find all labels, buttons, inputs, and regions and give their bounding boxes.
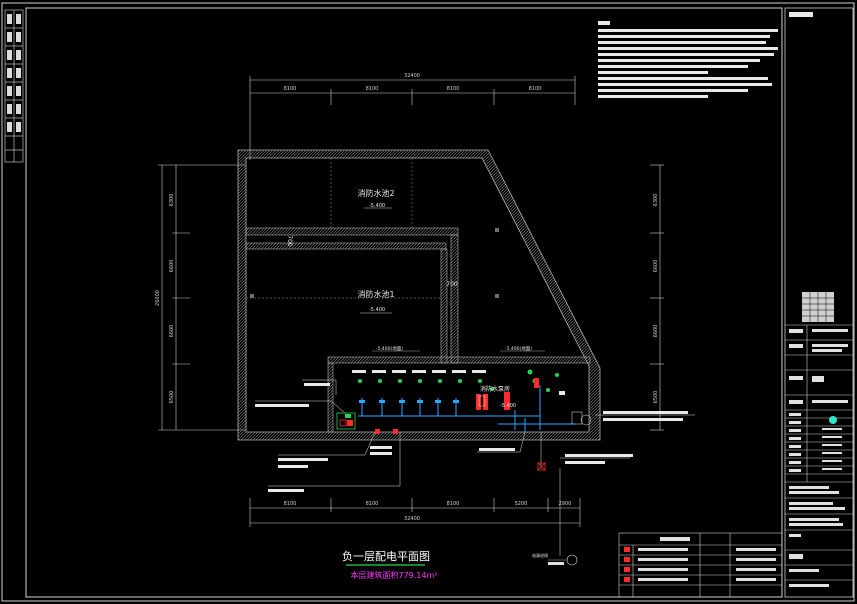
drawing-frame	[25, 7, 783, 598]
general-notes-block	[598, 21, 778, 98]
floor-area-label: 本层建筑面积779.14m²	[351, 570, 438, 580]
bottom-span-4: 5200	[515, 501, 528, 507]
drawing-title: 负一层配电平面图	[342, 549, 430, 563]
grid-axis-marker	[566, 554, 578, 566]
title-block	[784, 7, 854, 598]
right-span-1: 6300	[653, 194, 659, 207]
bottom-span-3: 8100	[447, 501, 460, 507]
exterior-wall	[237, 149, 601, 441]
top-span-3: 8100	[447, 86, 460, 92]
top-span-4: 8100	[529, 86, 542, 92]
left-binding-strip	[4, 9, 24, 163]
interior-walls	[245, 227, 591, 433]
top-total-dim: 32400	[404, 73, 420, 79]
level-note-right: -5.400(地面)	[505, 345, 532, 352]
left-span-1: 6300	[169, 194, 175, 207]
pump-room-equipment: 消防水泵房 -5.400	[336, 369, 583, 432]
top-dimension-chain	[249, 76, 576, 160]
wall-label-horizontal: 700	[446, 281, 458, 288]
top-span-1: 8100	[284, 86, 297, 92]
revision-table	[618, 532, 783, 598]
left-span-2: 6600	[169, 260, 175, 273]
right-span-2: 6600	[653, 260, 659, 273]
bottom-total-dim: 32400	[404, 516, 420, 522]
pump-room-elevation: -5.400	[500, 403, 516, 409]
pool1-name: 消防水池1	[357, 289, 394, 299]
pool1-elevation: -5.400	[369, 307, 385, 313]
legend-note: 电源进线	[532, 552, 548, 558]
right-span-3: 6600	[653, 325, 659, 338]
callouts	[255, 379, 695, 556]
bottom-span-1: 8100	[284, 501, 297, 507]
top-span-2: 8100	[366, 86, 379, 92]
level-note-left: -5.400(地面)	[376, 345, 403, 352]
wall-label-vertical: 700	[286, 235, 293, 247]
left-span-3: 6600	[169, 325, 175, 338]
pool2-name: 消防水池2	[357, 188, 394, 198]
bottom-span-2: 8100	[366, 501, 379, 507]
bottom-span-5: 2900	[559, 501, 572, 507]
left-total-dim: 26000	[155, 290, 161, 306]
pump-room-name: 消防水泵房	[480, 385, 510, 393]
right-span-4: 6500	[653, 391, 659, 404]
right-dimension-chain	[650, 164, 664, 431]
pool2-elevation: -5.400	[369, 203, 385, 209]
left-span-4: 6500	[169, 391, 175, 404]
bottom-dimension-chain	[249, 498, 581, 527]
left-dimension-chain	[158, 164, 245, 431]
